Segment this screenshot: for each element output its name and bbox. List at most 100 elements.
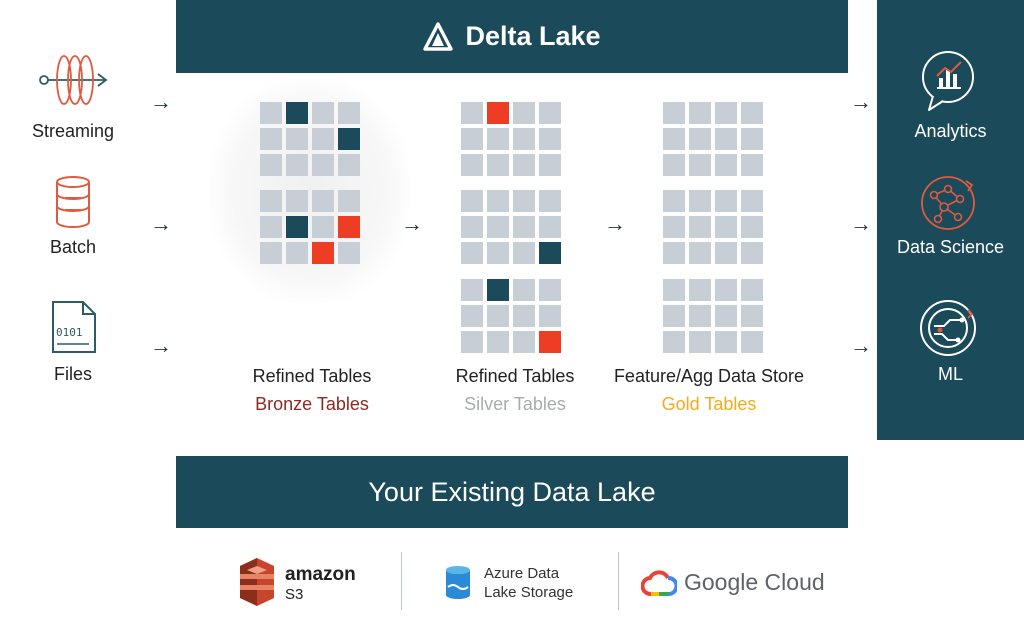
table-cell-dark: [286, 102, 308, 124]
table-cell: [487, 331, 509, 353]
table-cell: [715, 128, 737, 150]
stage-subtitle-gold: Gold Tables: [661, 394, 757, 414]
table-cell: [461, 102, 483, 124]
table-cell: [461, 154, 483, 176]
output-label-analytics: Analytics: [914, 121, 987, 141]
outputs-panel: [877, 0, 1024, 440]
table-cell: [487, 216, 509, 238]
existing-data-lake-banner: Your Existing Data Lake: [176, 456, 848, 528]
google-cloud-icon: [641, 570, 677, 596]
table-cell: [513, 331, 535, 353]
logo-divider: [618, 552, 619, 610]
table-cell: [513, 279, 535, 301]
table-cell: [286, 154, 308, 176]
stage-title-bronze: Refined Tables: [252, 366, 372, 386]
table-cell: [338, 154, 360, 176]
table-cell: [487, 128, 509, 150]
table-cell: [715, 331, 737, 353]
table-cell: [286, 190, 308, 212]
table-cell: [741, 128, 763, 150]
table-cell-dark: [286, 216, 308, 238]
delta-lake-logo-icon: [423, 21, 454, 52]
s3-wordmark: S3: [285, 586, 304, 603]
table-cell: [663, 242, 685, 264]
table-cell: [741, 305, 763, 327]
arrow-right-icon: →: [150, 333, 172, 358]
source-label-batch: Batch: [49, 237, 97, 257]
table-cell: [338, 242, 360, 264]
delta-lake-banner: Delta Lake: [176, 0, 848, 73]
output-label-ml: ML: [937, 364, 963, 384]
table-cell: [461, 216, 483, 238]
table-cell: [539, 279, 561, 301]
table-cell: [741, 331, 763, 353]
table-cell: [741, 190, 763, 212]
azure-line-2: Lake Storage: [484, 584, 574, 601]
table-cell: [513, 102, 535, 124]
table-cell: [487, 242, 509, 264]
table-cell: [539, 128, 561, 150]
table-cell: [741, 154, 763, 176]
table-cell: [689, 279, 711, 301]
table-cell: [715, 190, 737, 212]
bronze-table-grid: [260, 190, 360, 264]
table-cell-dark: [539, 242, 561, 264]
arrow-right-icon: →: [401, 211, 423, 236]
table-cell: [312, 154, 334, 176]
table-cell: [461, 190, 483, 212]
existing-data-lake-title: Your Existing Data Lake: [368, 476, 656, 507]
gold-table-grid: [663, 279, 763, 353]
silver-table-grid: [461, 102, 561, 176]
table-cell: [312, 102, 334, 124]
table-cell: [741, 216, 763, 238]
table-cell: [689, 331, 711, 353]
table-cell: [689, 190, 711, 212]
table-cell: [715, 102, 737, 124]
table-cell: [461, 331, 483, 353]
analytics-icon: [919, 48, 977, 119]
table-cell: [513, 242, 535, 264]
table-cell: [513, 190, 535, 212]
table-cell: [741, 102, 763, 124]
table-cell-red: [487, 102, 509, 124]
bronze-highlight: [210, 78, 410, 303]
table-cell: [539, 216, 561, 238]
file-binary-icon: 0101: [51, 300, 97, 359]
table-cell: [312, 216, 334, 238]
table-cell: [663, 190, 685, 212]
table-cell: [741, 279, 763, 301]
table-cell: [461, 242, 483, 264]
table-cell: [715, 242, 737, 264]
table-cell: [513, 128, 535, 150]
table-cell: [715, 154, 737, 176]
source-label-streaming: Streaming: [31, 121, 115, 141]
silver-table-grid: [461, 279, 561, 353]
bronze-table-grid: [260, 102, 360, 176]
arrow-right-icon: →: [850, 89, 872, 114]
table-cell: [689, 102, 711, 124]
svg-text:0101: 0101: [56, 326, 83, 339]
table-cell: [663, 154, 685, 176]
ml-circuit-icon: [918, 298, 978, 363]
arrow-right-icon: →: [150, 211, 172, 236]
table-cell: [260, 190, 282, 212]
azure-line-1: Azure Data: [484, 565, 560, 582]
table-cell: [663, 128, 685, 150]
table-cell: [338, 102, 360, 124]
table-cell-red: [539, 331, 561, 353]
table-cell: [741, 242, 763, 264]
arrow-right-icon: →: [850, 211, 872, 236]
gold-table-grid: [663, 190, 763, 264]
google-cloud-logo: Google Cloud: [641, 566, 825, 602]
azure-data-lake-icon: [446, 566, 470, 599]
table-cell: [663, 331, 685, 353]
amazon-s3-logo: amazon S3: [237, 556, 367, 610]
table-cell: [715, 279, 737, 301]
table-cell: [461, 128, 483, 150]
amazon-s3-icon: [240, 558, 274, 606]
delta-lake-title: Delta Lake: [465, 21, 601, 51]
table-cell: [715, 216, 737, 238]
table-cell: [539, 305, 561, 327]
stage-subtitle-bronze: Bronze Tables: [255, 394, 369, 414]
table-cell: [286, 128, 308, 150]
